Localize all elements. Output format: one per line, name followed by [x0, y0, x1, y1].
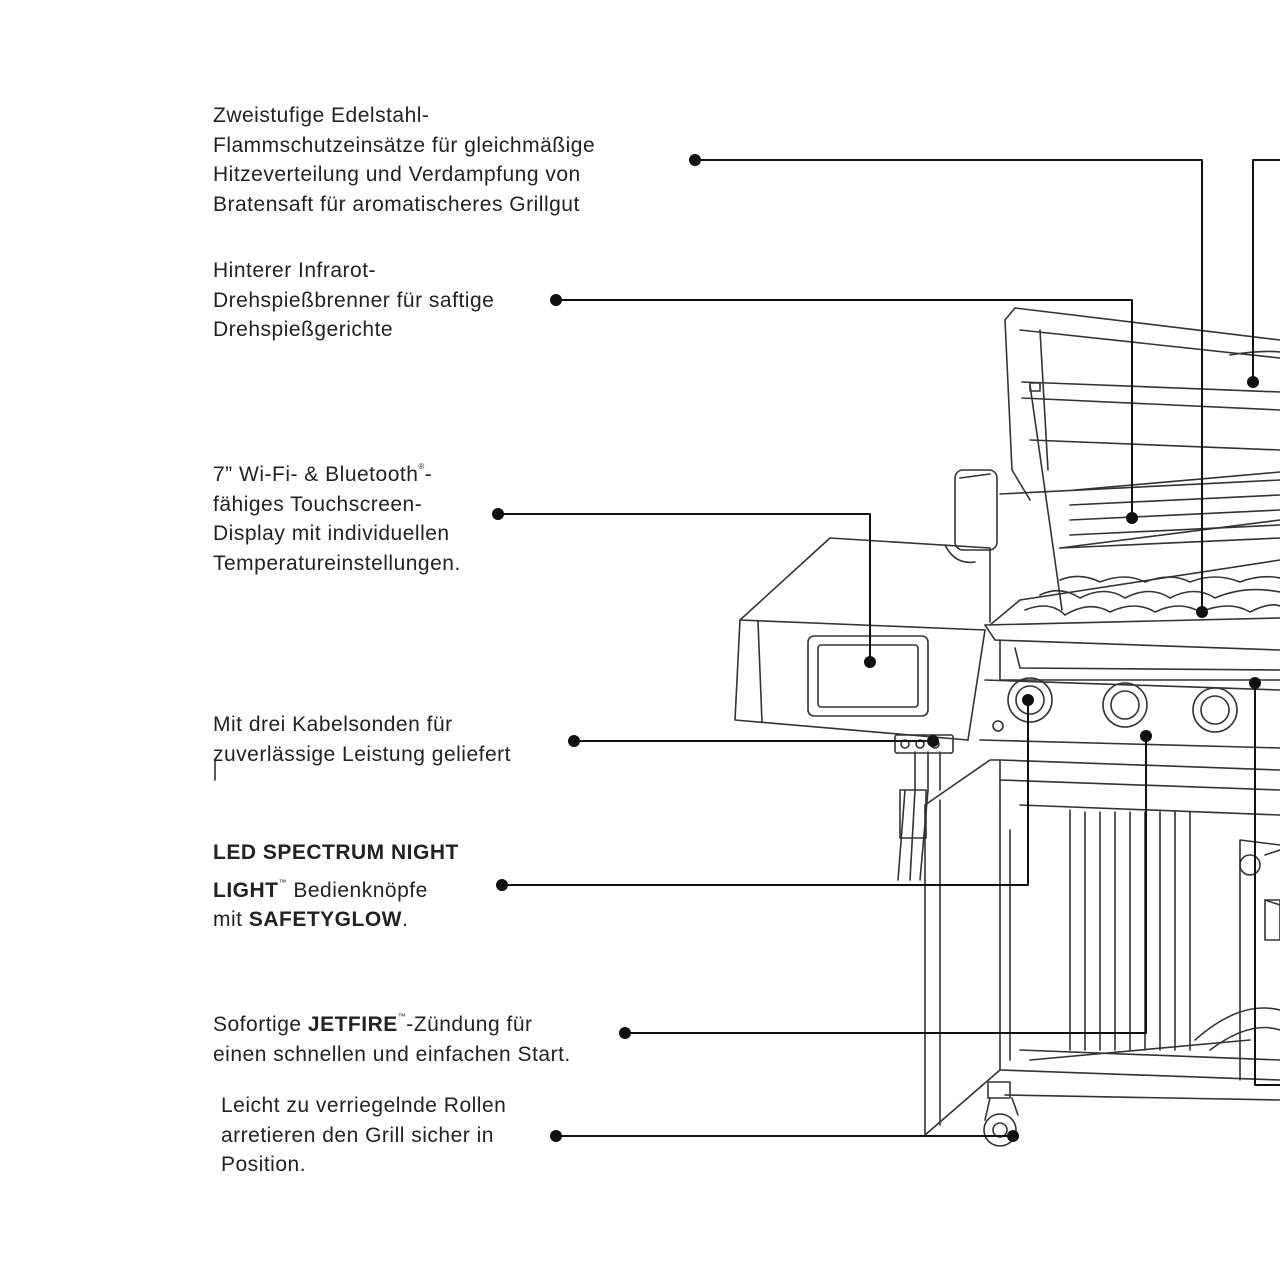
callout-dot [1196, 606, 1208, 618]
callout-text: Flammschutzeinsätze für gleichmäßige [213, 133, 596, 157]
leader-dots [492, 154, 1261, 1142]
callout-text: Zweistufige Edelstahl- [213, 104, 430, 127]
leader-knobs [501, 699, 1029, 886]
callout-text: LIGHT [213, 878, 279, 902]
callout-line: arretieren den Grill sicher in [221, 1121, 506, 1151]
callout-line: Position. [221, 1150, 506, 1180]
callout-line: LED SPECTRUM NIGHT [213, 838, 459, 868]
callout-line: Leicht zu verriegelnde Rollen [221, 1091, 506, 1121]
callout-touchscreen: 7” Wi-Fi- & Bluetooth®-fähiges Touchscre… [213, 452, 461, 578]
warming-rack [999, 471, 1280, 549]
rotisserie-motor [944, 469, 998, 564]
callout-dot [550, 1130, 562, 1142]
callout-line: Mit drei Kabelsonden für [213, 710, 511, 740]
callout-text: Leicht zu verriegelnde Rollen [221, 1094, 507, 1117]
control-panel [979, 677, 1280, 749]
callout-text: 7” Wi-Fi- & Bluetooth [213, 463, 419, 486]
callout-dot [1022, 694, 1034, 706]
callout-text: Bratensaft für aromatischeres Grillgut [213, 192, 580, 216]
probe-ports [214, 734, 954, 881]
callout-dot [568, 735, 580, 747]
callout-dot [1140, 730, 1152, 742]
trademark-mark: ® [418, 462, 425, 471]
leader-touchscreen [497, 513, 871, 663]
callout-line: fähiges Touchscreen- [213, 490, 461, 520]
callout-text: -Zündung für [406, 1013, 533, 1036]
callout-text: Position. [221, 1153, 307, 1176]
callout-dot [550, 294, 562, 306]
grill-lid [1004, 307, 1280, 611]
callout-dot [1007, 1130, 1019, 1142]
callout-text: fähiges Touchscreen- [213, 492, 423, 516]
callout-line: Drehspießgerichte [213, 315, 494, 345]
trademark-mark: ™ [278, 877, 287, 887]
callout-text: LED SPECTRUM NIGHT [213, 841, 459, 864]
callout-line: 7” Wi-Fi- & Bluetooth®- [213, 452, 461, 490]
callout-text: Hitzeverteilung und Verdampfung von [213, 163, 581, 186]
leader-lower-right [1254, 682, 1280, 1086]
callout-dot [689, 154, 701, 166]
callout-line: zuverlässige Leistung geliefert [213, 740, 511, 770]
callout-text: Sofortige [213, 1013, 308, 1036]
callout-text: Bedienknöpfe [287, 878, 428, 902]
leader-ignition [624, 735, 1147, 1034]
callout-text: Drehspießgerichte [213, 318, 394, 341]
callout-text: Drehspießbrenner für saftige [213, 288, 495, 312]
callout-text: mit [213, 908, 249, 931]
callout-casters: Leicht zu verriegelnde Rollen arretieren … [221, 1091, 506, 1180]
caster-wheel [983, 1081, 1019, 1147]
callout-text: arretieren den Grill sicher in [221, 1123, 494, 1147]
leader-lines [497, 159, 1280, 1137]
callout-text: . [402, 908, 409, 931]
callout-rotisserie-burner: Hinterer Infrarot- Drehspießbrenner für s… [213, 256, 494, 345]
callout-line: Flammschutzeinsätze für gleichmäßige [213, 131, 595, 161]
leader-flame-tamers [694, 159, 1203, 613]
callout-line: Zweistufige Edelstahl- [213, 101, 595, 131]
cooking-grates [984, 559, 1280, 681]
callout-line: Bratensaft für aromatischeres Grillgut [213, 190, 595, 220]
callout-line: mit SAFETYGLOW. [213, 905, 459, 935]
callout-line: Sofortige JETFIRE™-Zündung für [213, 1002, 571, 1040]
callout-line: Temperatureinstellungen. [213, 549, 461, 579]
callout-line: einen schnellen und einfachen Start. [213, 1040, 571, 1070]
callout-line: Display mit individuellen [213, 519, 461, 549]
callout-text: Hinterer Infrarot- [213, 259, 377, 282]
side-shelf [734, 537, 1004, 741]
callout-probes: Mit drei Kabelsonden für zuverlässige Lei… [213, 710, 511, 769]
callout-dot [1126, 512, 1138, 524]
grill-cart [924, 759, 1280, 1136]
callout-text: zuverlässige Leistung geliefert [213, 742, 511, 766]
callout-line: Hinterer Infrarot- [213, 256, 494, 286]
callout-line: LIGHT™ Bedienknöpfe [213, 868, 459, 906]
callout-dot [927, 735, 939, 747]
callout-text: SAFETYGLOW [248, 908, 402, 931]
callout-text: Temperatureinstellungen. [213, 551, 461, 575]
callout-text: JETFIRE [307, 1013, 398, 1036]
leader-lid-light [1252, 159, 1280, 383]
callout-dot [1247, 376, 1259, 388]
callout-text: - [424, 463, 433, 486]
callout-text: einen schnellen und einfachen Start. [213, 1042, 571, 1066]
callout-line: Drehspießbrenner für saftige [213, 286, 494, 316]
callout-text: Mit drei Kabelsonden für [213, 713, 453, 736]
callout-dot [492, 508, 504, 520]
callout-dot [619, 1027, 631, 1039]
callout-dot [864, 656, 876, 668]
callout-dot [1249, 677, 1261, 689]
callout-flame-tamers: Zweistufige Edelstahl- Flammschutzeinsätz… [213, 101, 595, 219]
callout-dot [496, 879, 508, 891]
callout-text: Display mit individuellen [213, 522, 450, 545]
trademark-mark: ™ [397, 1012, 407, 1021]
leader-rotisserie-burner [555, 299, 1133, 519]
callout-line: Hitzeverteilung und Verdampfung von [213, 160, 595, 190]
